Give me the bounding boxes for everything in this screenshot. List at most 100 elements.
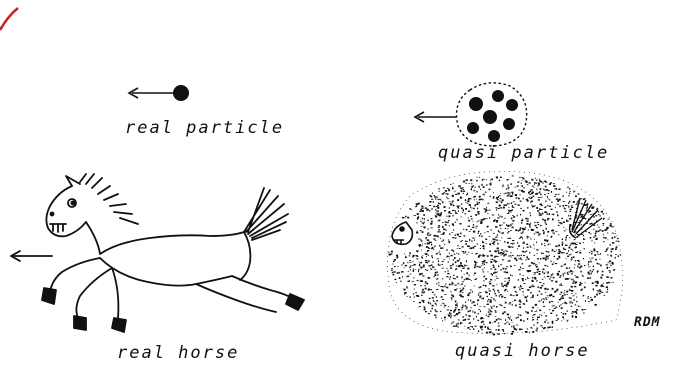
speckle bbox=[510, 294, 512, 295]
speckle bbox=[505, 320, 506, 322]
speckle bbox=[454, 289, 456, 291]
speckle bbox=[470, 310, 471, 312]
speckle bbox=[464, 253, 465, 254]
speckle bbox=[517, 185, 519, 186]
speckle bbox=[450, 184, 452, 185]
speckle bbox=[516, 325, 518, 326]
speckle bbox=[438, 199, 439, 200]
speckle bbox=[491, 182, 492, 184]
speckle bbox=[506, 251, 508, 252]
speckle bbox=[451, 323, 452, 324]
quasi-horse-label: quasi horse bbox=[455, 341, 590, 361]
speckle bbox=[553, 273, 554, 275]
speckle bbox=[464, 319, 466, 321]
speckle bbox=[525, 180, 527, 181]
speckle bbox=[436, 283, 437, 284]
speckle bbox=[495, 280, 496, 281]
speckle bbox=[545, 182, 547, 183]
speckle bbox=[462, 240, 463, 241]
speckle bbox=[591, 251, 593, 252]
speckle bbox=[507, 322, 508, 323]
speckle bbox=[502, 186, 503, 187]
speckle bbox=[491, 332, 492, 333]
speckle bbox=[508, 210, 510, 212]
speckle bbox=[553, 296, 555, 297]
speckle bbox=[543, 253, 544, 254]
speckle bbox=[528, 229, 529, 230]
speckle bbox=[435, 310, 437, 311]
speckle bbox=[467, 268, 469, 270]
speckle bbox=[413, 261, 414, 262]
speckle bbox=[553, 262, 554, 263]
speckle bbox=[416, 222, 418, 223]
speckle bbox=[493, 272, 494, 274]
speckle bbox=[491, 273, 492, 275]
speckle bbox=[446, 216, 448, 217]
speckle bbox=[430, 195, 431, 197]
speckle bbox=[467, 327, 469, 329]
speckle bbox=[538, 317, 540, 318]
speckle bbox=[481, 221, 483, 223]
speckle bbox=[474, 267, 475, 269]
speckle bbox=[545, 259, 547, 261]
speckle bbox=[537, 222, 539, 223]
speckle bbox=[537, 295, 538, 296]
speckle bbox=[493, 298, 495, 299]
real-horse-belly bbox=[100, 258, 232, 286]
speckle bbox=[484, 208, 486, 209]
speckle bbox=[508, 187, 510, 188]
speckle bbox=[595, 235, 597, 237]
speckle bbox=[461, 270, 462, 271]
speckle bbox=[505, 281, 506, 283]
speckle bbox=[436, 305, 437, 306]
speckle bbox=[496, 329, 497, 331]
speckle bbox=[527, 221, 529, 222]
speckle bbox=[540, 225, 542, 226]
speckle bbox=[502, 296, 503, 298]
speckle bbox=[404, 292, 406, 294]
speckle bbox=[505, 268, 507, 269]
speckle bbox=[584, 309, 586, 310]
speckle bbox=[536, 189, 537, 191]
speckle bbox=[528, 312, 529, 313]
speckle bbox=[544, 243, 545, 244]
speckle bbox=[409, 260, 411, 261]
speckle bbox=[531, 229, 533, 231]
speckle bbox=[557, 318, 559, 319]
speckle bbox=[471, 208, 472, 209]
speckle bbox=[468, 183, 470, 184]
speckle bbox=[402, 276, 403, 277]
speckle bbox=[523, 303, 524, 304]
speckle bbox=[481, 184, 482, 186]
speckle bbox=[593, 269, 594, 270]
speckle bbox=[576, 297, 577, 298]
speckle bbox=[450, 203, 452, 204]
speckle bbox=[422, 218, 423, 219]
speckle bbox=[478, 295, 480, 296]
speckle bbox=[489, 243, 491, 245]
speckle bbox=[481, 298, 483, 299]
speckle bbox=[618, 255, 619, 257]
speckle bbox=[613, 282, 614, 283]
speckle bbox=[518, 259, 520, 260]
speckle bbox=[433, 201, 434, 202]
speckle bbox=[448, 277, 449, 278]
speckle bbox=[460, 291, 462, 292]
speckle bbox=[473, 318, 474, 319]
speckle bbox=[547, 297, 548, 298]
speckle bbox=[449, 278, 450, 280]
speckle bbox=[536, 232, 537, 233]
speckle bbox=[474, 199, 475, 200]
speckle bbox=[429, 201, 431, 203]
speckle bbox=[575, 317, 577, 318]
speckle bbox=[427, 251, 428, 252]
speckle bbox=[523, 275, 524, 276]
speckle bbox=[493, 267, 495, 268]
speckle bbox=[546, 272, 547, 273]
speckle bbox=[572, 311, 573, 312]
speckle bbox=[443, 192, 445, 193]
real-horse-rump bbox=[240, 232, 250, 280]
speckle bbox=[573, 256, 575, 258]
speckle bbox=[494, 272, 496, 274]
speckle bbox=[581, 203, 582, 205]
